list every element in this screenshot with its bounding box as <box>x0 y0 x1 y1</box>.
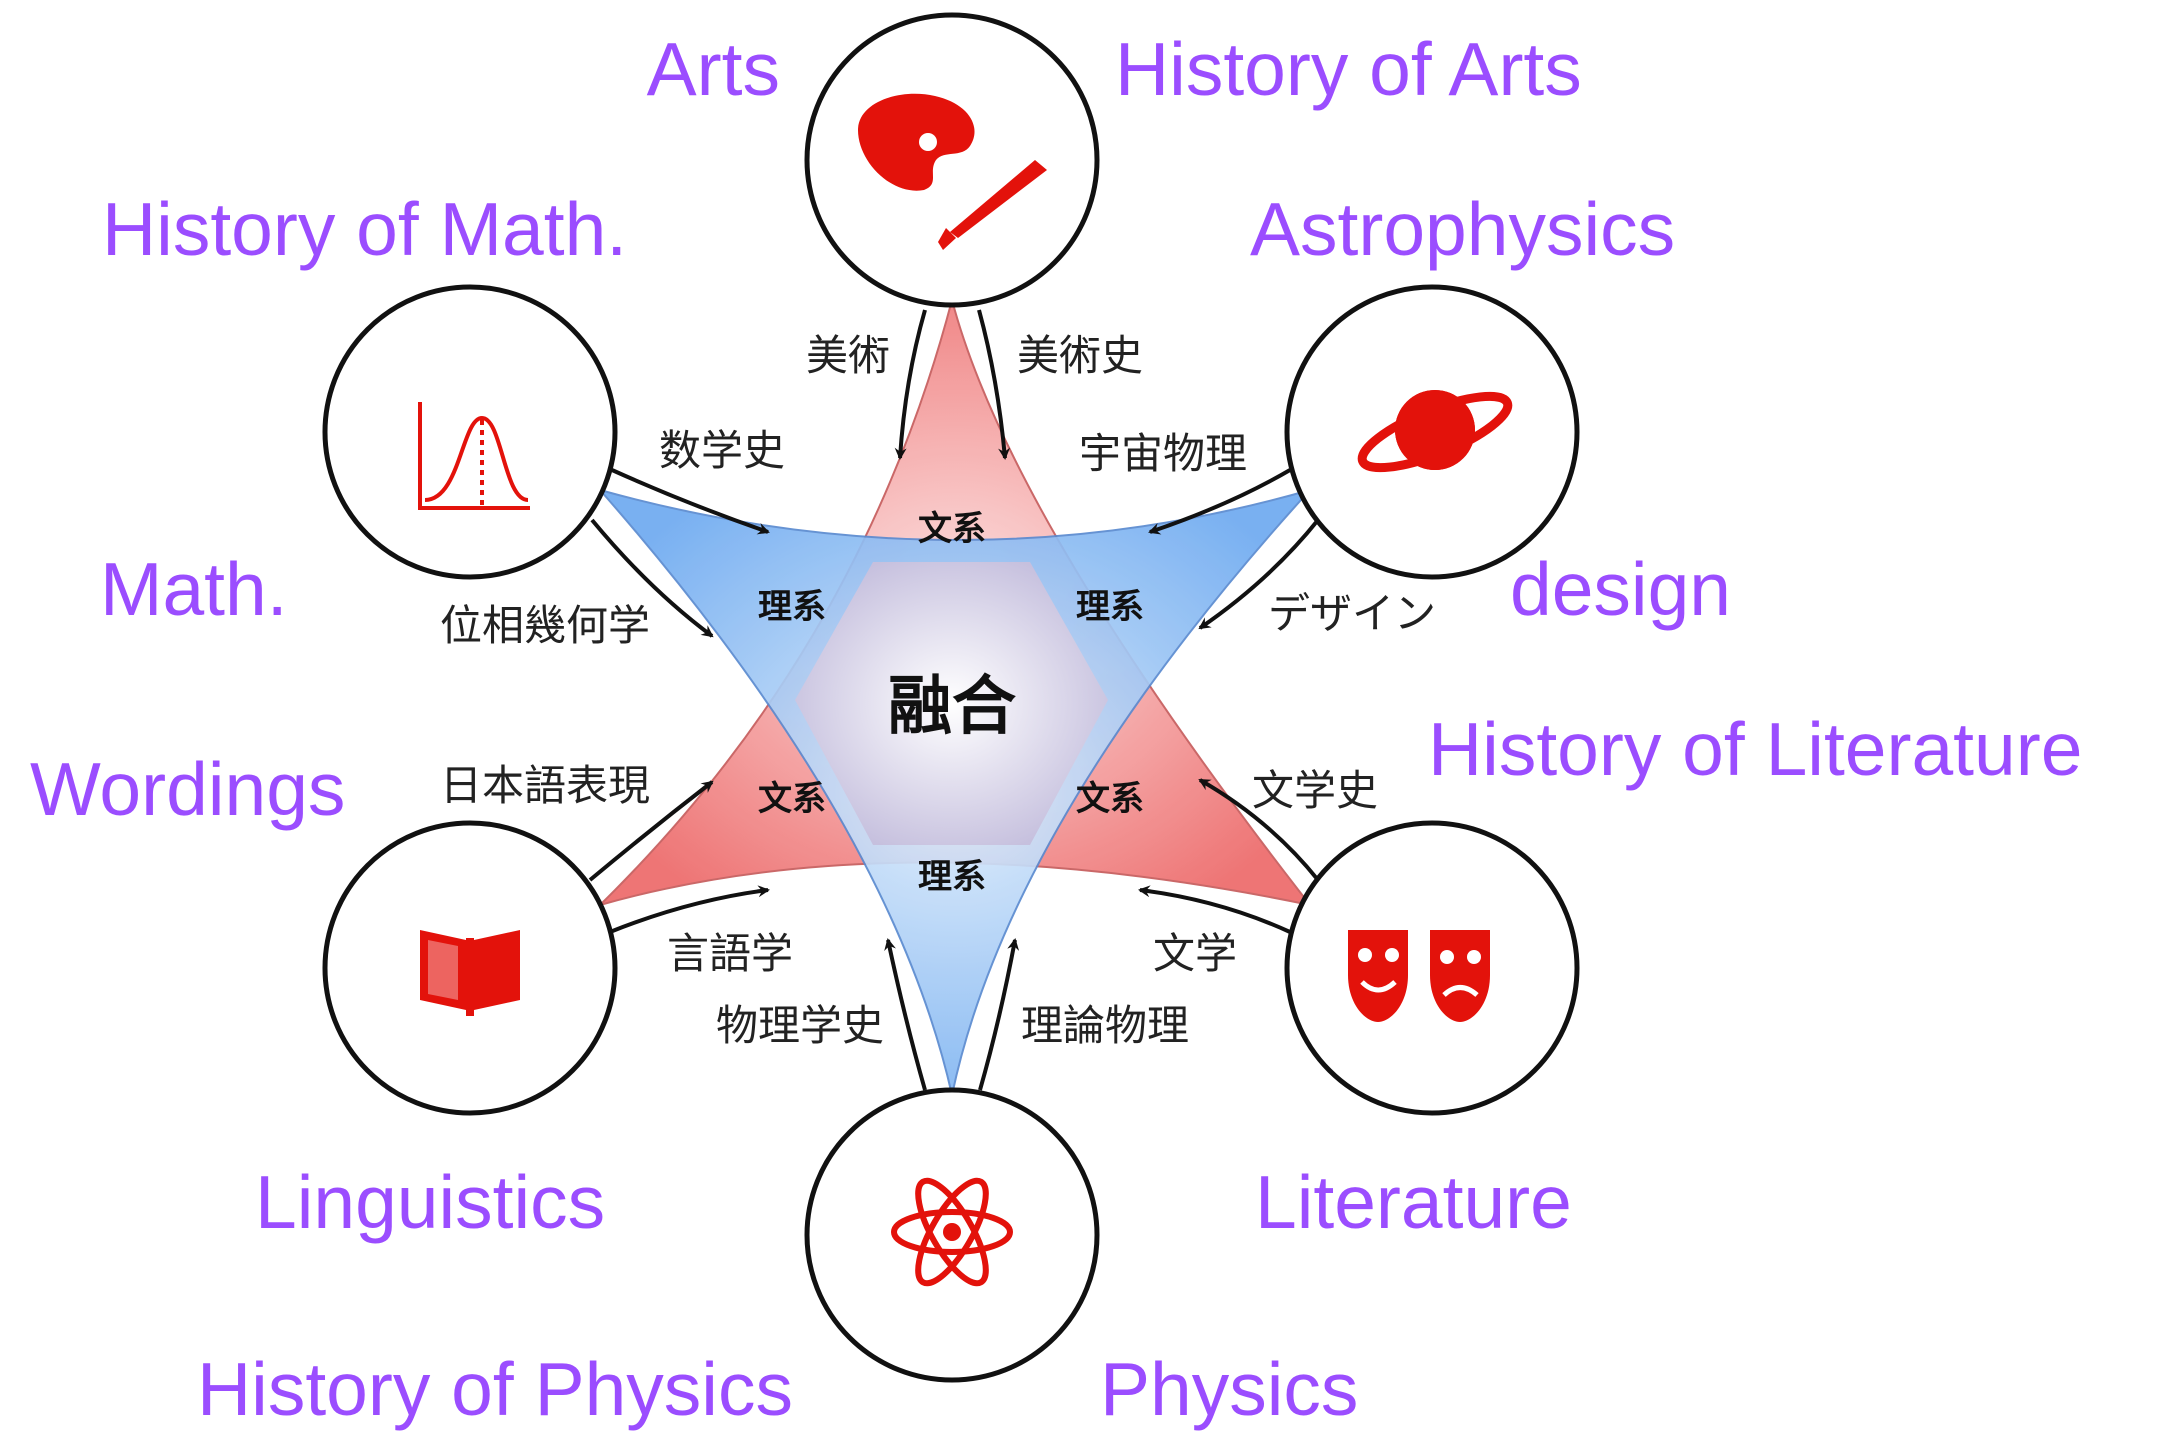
arrow-bijutsushi <box>977 309 1011 460</box>
connector-arrows <box>588 309 1320 1091</box>
label-physics: Physics <box>1100 1347 1358 1431</box>
arrow-nihongo-hyogen <box>588 780 714 882</box>
arrow-design <box>1198 518 1320 630</box>
node-arts <box>804 12 1100 308</box>
zone-label-bottom: 理系 <box>918 857 986 897</box>
center-label: 融合 <box>888 670 1016 744</box>
zone-label-upper-left: 理系 <box>758 587 826 627</box>
jp-label-butsuri-gakushi: 物理学史 <box>716 1001 884 1050</box>
node-math <box>322 284 618 580</box>
arrow-bijutsu <box>894 309 927 460</box>
jp-label-nihongo-hyogen: 日本語表現 <box>440 761 650 810</box>
arrow-isou-kikagaku <box>590 518 714 638</box>
bell-curve-icon <box>418 402 530 510</box>
jp-label-bungaku: 文学 <box>1153 929 1237 978</box>
jp-label-bijutsu: 美術 <box>806 331 890 380</box>
label-design: design <box>1510 547 1731 631</box>
zone-label-upper-right: 理系 <box>1076 587 1144 627</box>
book-icon <box>420 930 520 1016</box>
jp-label-bungakushi: 文学史 <box>1252 766 1378 815</box>
label-linguistics: Linguistics <box>255 1160 605 1244</box>
label-astrophysics: Astrophysics <box>1250 187 1675 271</box>
node-astrophysics <box>1284 284 1580 580</box>
jp-label-isou-kikagaku: 位相幾何学 <box>440 601 650 650</box>
arrow-bungakushi <box>1198 778 1320 882</box>
arrow-riron-butsuri <box>978 938 1020 1091</box>
theater-masks-icon <box>1348 930 1490 1022</box>
label-history-of-math: History of Math. <box>102 187 627 271</box>
node-linguistics <box>322 820 618 1116</box>
planet-icon <box>1357 390 1513 473</box>
jp-label-gengogaku: 言語学 <box>667 929 793 978</box>
label-history-of-arts: History of Arts <box>1115 27 1582 111</box>
jp-label-bijutsushi: 美術史 <box>1017 331 1143 380</box>
jp-label-sugakushi: 数学史 <box>659 426 785 475</box>
arrow-butsuri-gakushi <box>884 938 927 1091</box>
label-math: Math. <box>100 547 288 631</box>
label-literature: Literature <box>1255 1160 1572 1244</box>
jp-label-riron-butsuri: 理論物理 <box>1021 1001 1189 1050</box>
label-history-of-literature: History of Literature <box>1428 707 2082 791</box>
jp-label-uchu-butsuri: 宇宙物理 <box>1079 429 1247 478</box>
zone-label-top: 文系 <box>918 509 986 549</box>
atom-icon <box>891 1177 1013 1287</box>
node-physics <box>804 1087 1100 1383</box>
center-fusion-region <box>795 562 1108 845</box>
zone-label-lower-right: 文系 <box>1076 779 1144 819</box>
arrow-gengogaku <box>609 885 770 934</box>
label-wordings: Wordings <box>30 747 345 831</box>
jp-label-design: デザイン <box>1268 589 1436 638</box>
arrow-uchu-butsuri <box>1148 468 1292 535</box>
arrow-bungaku <box>1138 885 1291 934</box>
palette-brush-icon <box>858 93 1047 250</box>
label-history-of-physics: History of Physics <box>197 1347 793 1431</box>
label-arts: Arts <box>647 27 780 111</box>
zone-label-lower-left: 文系 <box>758 779 826 819</box>
arrow-sugakushi <box>611 468 770 535</box>
node-literature <box>1284 820 1580 1116</box>
